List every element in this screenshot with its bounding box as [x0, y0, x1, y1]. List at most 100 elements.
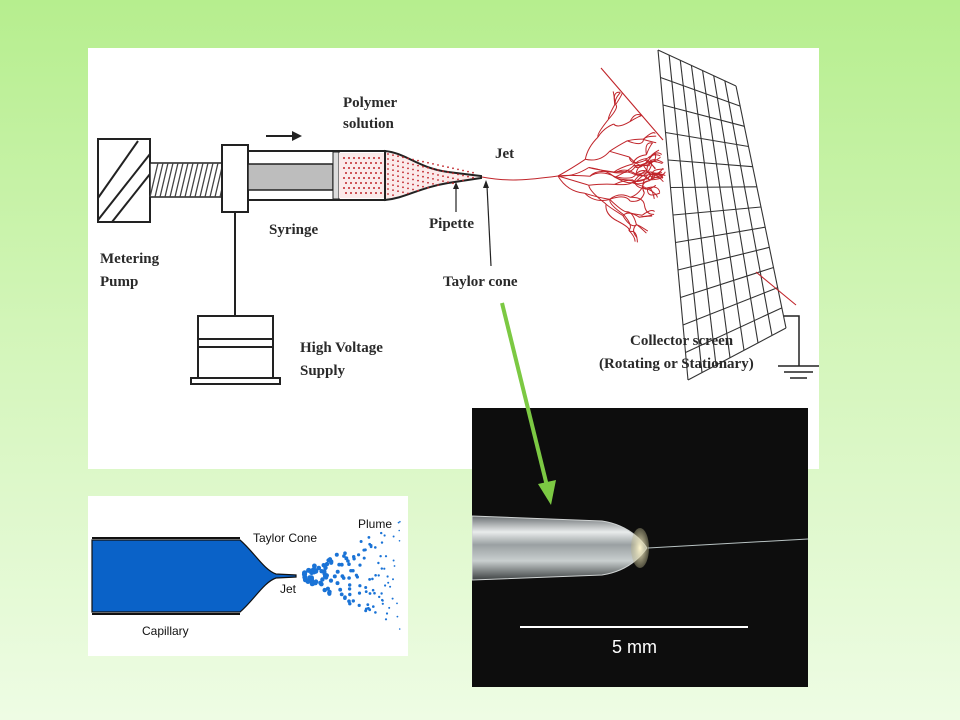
solution-particle	[350, 192, 352, 194]
solution-particle	[437, 179, 439, 181]
solution-particle	[375, 162, 377, 164]
fiber-strand	[605, 203, 624, 217]
plume-droplet	[358, 584, 362, 588]
fiber-strand	[589, 170, 616, 177]
solution-particle	[402, 166, 404, 169]
label-polymer-line1: Polymer	[343, 95, 397, 111]
screw-thread	[204, 162, 214, 198]
fiber-strand	[609, 196, 631, 202]
solution-particle	[348, 157, 350, 159]
plume-droplet	[369, 544, 373, 547]
solution-particle	[343, 187, 345, 189]
solution-particle	[373, 157, 375, 159]
solution-particle	[350, 162, 352, 164]
solution-particle	[427, 181, 429, 184]
solution-particle	[363, 187, 365, 189]
solution-particle	[360, 192, 362, 194]
solution-particle	[350, 172, 352, 174]
fiber-strand	[639, 215, 653, 218]
fiber-strand	[647, 188, 658, 198]
solution-particle	[387, 163, 389, 165]
plume-droplet	[392, 578, 394, 581]
syringe	[247, 150, 386, 201]
solution-particle	[358, 187, 360, 189]
solution-particle	[370, 162, 372, 164]
fiber-strand	[584, 192, 610, 201]
plume-droplet	[357, 603, 361, 607]
fiber-strand	[633, 169, 648, 182]
fiber-strand	[609, 194, 631, 200]
solution-particle	[387, 153, 389, 155]
plume-droplet	[319, 569, 324, 574]
screw-thread	[164, 162, 174, 198]
screw-thread	[189, 162, 199, 198]
label-pipette: Pipette	[429, 216, 474, 232]
plume-droplet	[386, 575, 389, 578]
screw-thread	[194, 162, 204, 198]
solution-particle	[373, 177, 375, 179]
solution-particle	[417, 164, 419, 167]
solution-particle	[380, 182, 382, 184]
solution-particle	[353, 157, 355, 159]
solution-particle	[462, 169, 464, 172]
plume-droplet	[392, 535, 395, 538]
grid-line	[660, 76, 741, 107]
solution-particle	[442, 175, 444, 177]
solution-particle	[387, 193, 389, 195]
solution-particle	[355, 162, 357, 164]
solution-particle	[452, 177, 454, 180]
plume-droplet	[359, 540, 363, 543]
solution-particle	[380, 162, 382, 164]
solution-particle	[392, 194, 394, 197]
solution-particle	[363, 157, 365, 159]
plume-droplet	[383, 567, 386, 570]
solution-particle	[373, 187, 375, 189]
plume-droplet	[338, 587, 343, 592]
solution-particle	[358, 167, 360, 169]
solution-particle	[437, 164, 439, 166]
fiber-strand	[634, 171, 648, 184]
plume-droplet	[381, 599, 384, 602]
plume-droplet	[368, 592, 372, 595]
plume-droplet	[323, 565, 328, 570]
plume-droplet	[318, 580, 323, 586]
solution-particle	[427, 161, 429, 164]
photo-svg: 5 mm	[472, 408, 808, 687]
fiber-strand	[584, 192, 610, 200]
screw-thread	[179, 162, 189, 198]
plume-droplet	[364, 607, 368, 611]
solution-particle	[363, 177, 365, 179]
label-metering-line1: Metering	[100, 251, 160, 267]
plume-droplet	[312, 563, 317, 569]
plume-droplet	[389, 585, 392, 588]
high-voltage-supply	[190, 212, 281, 385]
solution-particle	[442, 180, 444, 183]
screw-thread	[184, 162, 194, 198]
label-taylor-cone: Taylor cone	[443, 274, 518, 290]
taylor-cone-pointer	[483, 180, 492, 267]
plume-droplet	[349, 569, 353, 573]
fiber-strand	[634, 158, 650, 169]
plume-droplet	[313, 568, 319, 573]
plume-droplet	[396, 615, 399, 618]
fiber-strand	[647, 171, 661, 176]
plume-droplet	[342, 554, 346, 558]
solution-particle	[422, 165, 424, 168]
fiber-strand	[646, 160, 658, 171]
solution-particle	[432, 178, 434, 180]
fiber-strand	[613, 91, 621, 105]
solution-particle	[447, 181, 449, 184]
plume-droplet	[380, 592, 383, 595]
fiber-strand	[627, 139, 644, 145]
fiber-strand	[557, 167, 590, 177]
solution-particle	[417, 184, 419, 187]
solution-particle	[447, 176, 449, 179]
fiber-strand	[642, 174, 649, 187]
mount-rod	[600, 67, 664, 141]
screw-thread	[199, 162, 209, 198]
fiber-strand	[609, 150, 630, 158]
solution-particle	[353, 177, 355, 179]
fiber-strand	[589, 172, 616, 178]
fiber-strand	[645, 142, 653, 155]
solution-particle	[353, 167, 355, 169]
